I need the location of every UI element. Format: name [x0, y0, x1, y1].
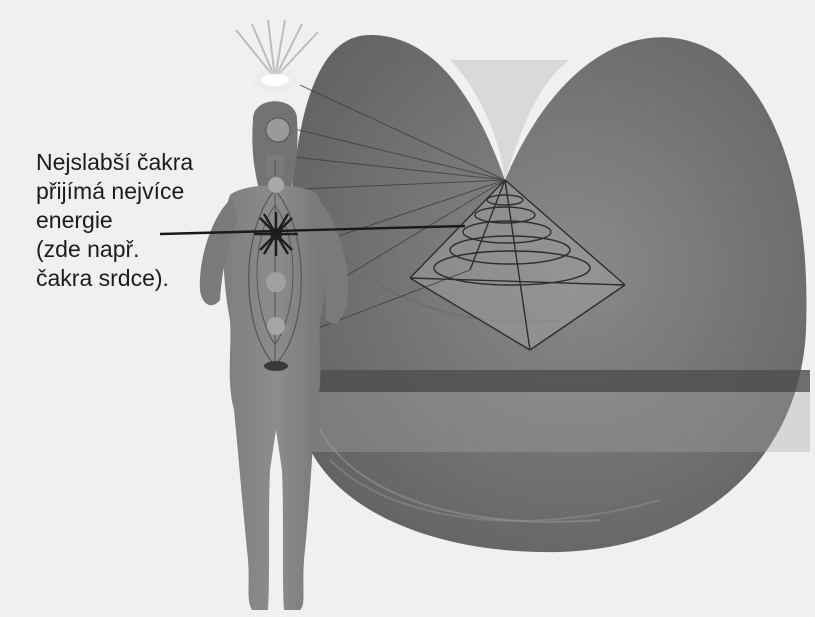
- third-eye-chakra: [266, 118, 290, 142]
- annotation-line-5: čakra srdce).: [36, 264, 236, 293]
- annotation-line-4: (zde např.: [36, 235, 236, 264]
- horizontal-band: [300, 370, 810, 392]
- root-chakra: [264, 361, 288, 371]
- throat-chakra: [268, 177, 284, 193]
- solar-plexus-chakra: [266, 272, 286, 292]
- annotation-line-2: přijímá nejvíce: [36, 177, 236, 206]
- annotation-line-3: energie: [36, 206, 236, 235]
- annotation-label: Nejslabší čakra přijímá nejvíce energie …: [36, 148, 236, 293]
- annotation-line-1: Nejslabší čakra: [36, 148, 236, 177]
- sacral-chakra: [267, 317, 285, 335]
